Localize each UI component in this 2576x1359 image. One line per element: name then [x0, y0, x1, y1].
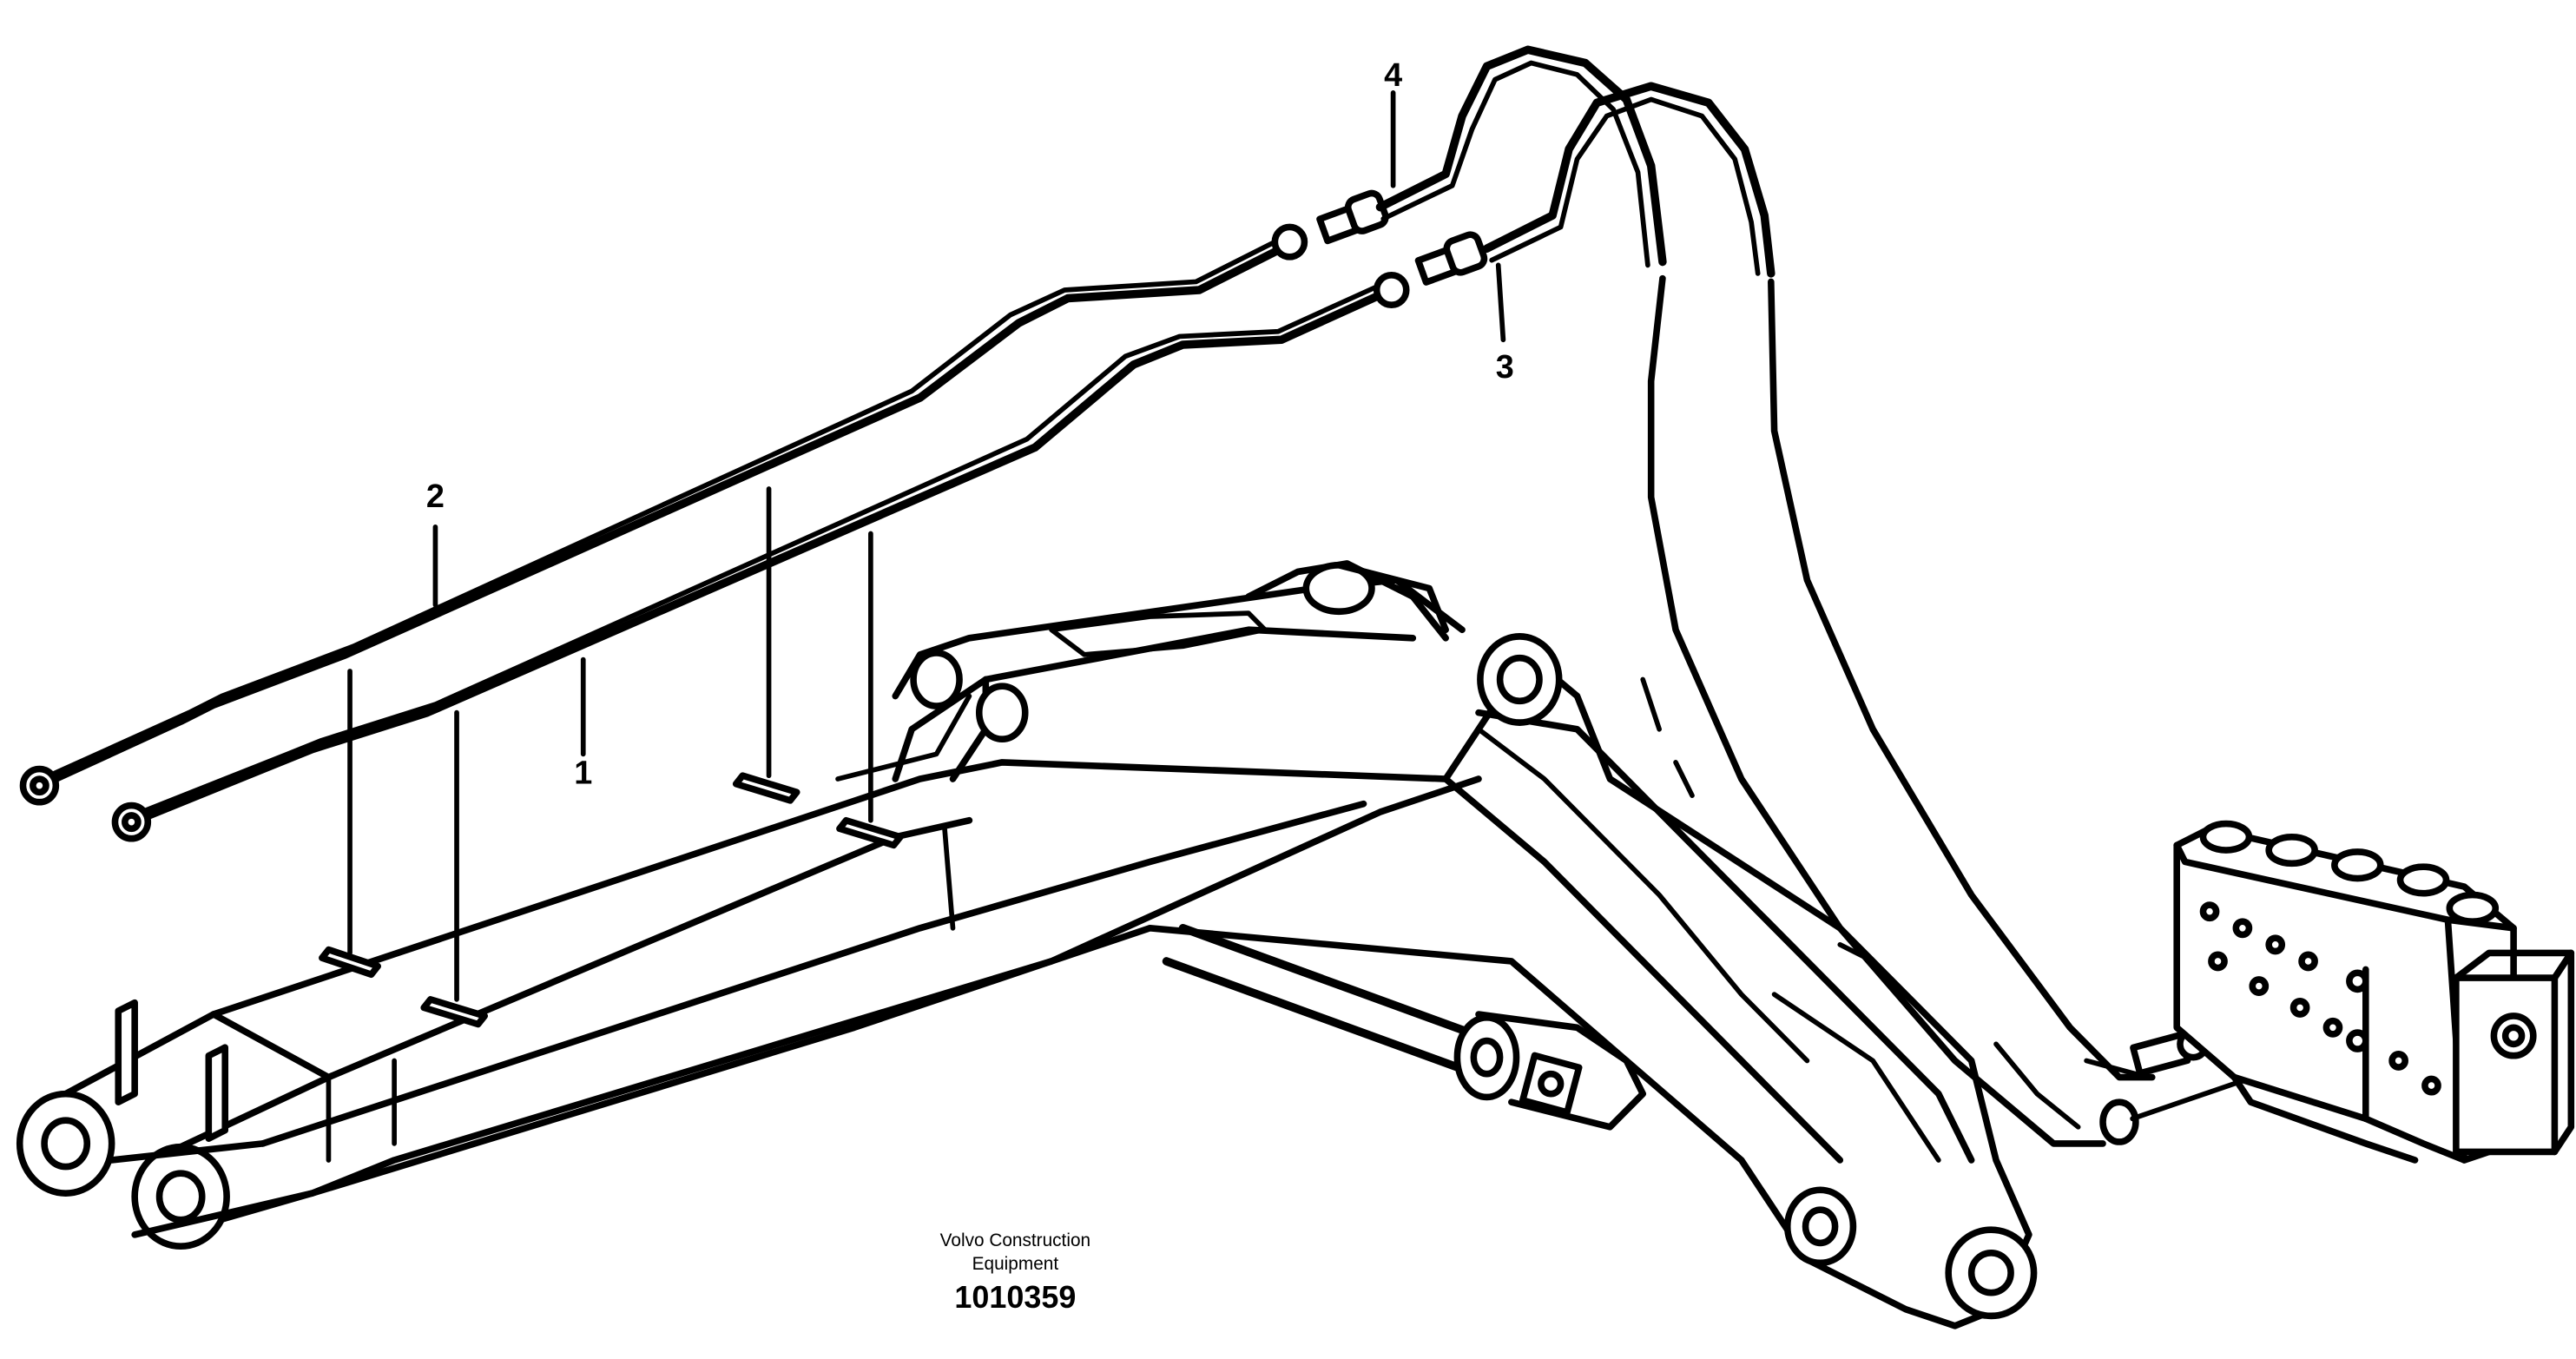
callout-1: 1: [574, 755, 592, 792]
boom-cylinder: [1162, 924, 1647, 1131]
callout-2: 2: [426, 478, 445, 515]
company-line-1: Volvo Construction: [940, 1230, 1090, 1250]
hydraulic-pipes: [19, 45, 2352, 1147]
callout-4: 4: [1384, 57, 1402, 94]
control-valve-block: [2173, 820, 2575, 1164]
hose-3: [1482, 82, 1776, 278]
callout-numbers: 1 2 3 4: [426, 57, 1514, 792]
pipe-clamps: [319, 486, 904, 1028]
pipe-1-lower: [123, 290, 1385, 828]
leader-3: [1495, 262, 1506, 343]
hose-4: [1375, 45, 1667, 267]
drawing-number: 1010359: [954, 1279, 1076, 1315]
pipe-2-upper: [31, 244, 1286, 792]
excavator-boom: [16, 560, 2038, 1329]
callout-3: 3: [1496, 349, 1514, 386]
callout-leaders: [432, 90, 1506, 757]
drawing-caption: Volvo Construction Equipment 1010359: [940, 1230, 1090, 1315]
company-line-2: Equipment: [972, 1254, 1059, 1274]
